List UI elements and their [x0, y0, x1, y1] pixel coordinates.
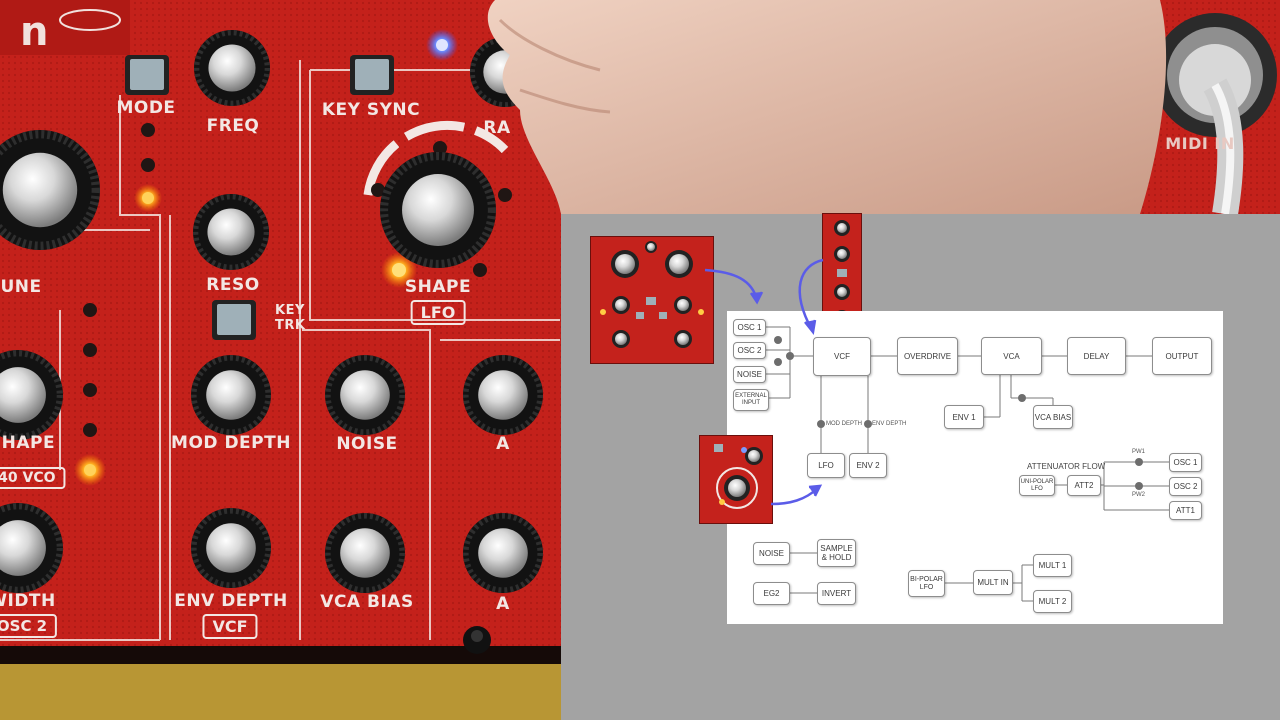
attack-knob-bottom[interactable] [462, 512, 543, 593]
attenuator-dot [864, 420, 872, 428]
lfo-node: LFO [807, 453, 845, 478]
att-osc1-node: OSC 1 [1169, 453, 1202, 472]
vcf-node: VCF [813, 337, 871, 376]
mult2-node: MULT 2 [1033, 590, 1072, 613]
attenuator-dot [1135, 458, 1143, 466]
attenuator-dot [1135, 482, 1143, 490]
osc1-node: OSC 1 [733, 319, 766, 336]
noise-label: NOISE [336, 434, 398, 454]
env-depth-label: ENV DEPTH [174, 591, 288, 611]
noise-util-node: NOISE [753, 542, 790, 565]
attenuator-dot [817, 420, 825, 428]
lfo-shape-knob[interactable] [379, 151, 496, 268]
output-node: OUTPUT [1152, 337, 1212, 375]
att2-node: ATT2 [1067, 475, 1101, 496]
attack-knob-top[interactable] [462, 354, 543, 435]
lfo-module-thumbnail [699, 435, 773, 524]
attenuator-dot [786, 352, 794, 360]
attenuator-dot [774, 336, 782, 344]
unipolar-lfo-node: UNI-POLAR LFO [1019, 475, 1055, 496]
env2-node: ENV 2 [849, 453, 887, 478]
mod-depth-tag: MOD DEPTH [826, 421, 862, 427]
vca-bias-node: VCA BIAS [1033, 405, 1073, 429]
tune-knob[interactable] [0, 130, 100, 250]
attack-label-bottom: A [496, 594, 510, 614]
width-label: WIDTH [0, 591, 56, 611]
vco-section-label: 340 VCO [0, 467, 66, 489]
reso-knob[interactable] [193, 194, 270, 271]
lfo-section-label: LFO [410, 300, 466, 325]
eg2-node: EG2 [753, 582, 790, 605]
midi-in-label: MIDI IN [1165, 134, 1235, 153]
key-trk-label: KEY TRK [275, 303, 306, 333]
osc2-node: OSC 2 [733, 342, 766, 359]
overdrive-node: OVERDRIVE [897, 337, 958, 375]
lfo-shape-label: SHAPE [404, 277, 472, 297]
attenuator-dot [1018, 394, 1026, 402]
delay-node: DELAY [1067, 337, 1126, 375]
filter-module-thumbnail [590, 236, 714, 364]
attenuator-flow-title: ATTENUATOR FLOW [1027, 462, 1106, 471]
pw1-tag: PW1 [1132, 449, 1146, 455]
env-depth-tag: ENV DEPTH [872, 421, 907, 427]
mult1-node: MULT 1 [1033, 554, 1072, 577]
attenuator-dot [774, 358, 782, 366]
rate-label: RA [483, 118, 511, 138]
att-osc2-node: OSC 2 [1169, 477, 1202, 496]
attack-label-top: A [496, 434, 510, 454]
vcf-section-label: VCF [202, 614, 258, 639]
vco-shape-knob[interactable] [0, 350, 63, 440]
bipolar-lfo-node: BI-POLAR LFO [908, 570, 945, 597]
att1-node: ATT1 [1169, 501, 1202, 520]
width-knob[interactable] [0, 503, 63, 593]
external-input-node: EXTERNAL INPUT [733, 389, 769, 411]
osc2-section-label: OSC 2 [0, 614, 58, 638]
reso-label: RESO [206, 275, 260, 295]
sample-hold-node: SAMPLE & HOLD [817, 539, 856, 567]
noise-knob[interactable] [324, 354, 405, 435]
tune-label: TUNE [0, 277, 42, 297]
vca-bias-label: VCA BIAS [320, 592, 414, 612]
vca-node: VCA [981, 337, 1042, 375]
vco-shape-label: SHAPE [0, 433, 56, 453]
vca-bias-knob[interactable] [324, 512, 405, 593]
key-sync-label: KEY SYNC [321, 100, 421, 120]
env1-node: ENV 1 [944, 405, 984, 429]
mod-depth-knob[interactable] [191, 354, 272, 435]
env-depth-knob[interactable] [191, 507, 272, 588]
freq-knob[interactable] [194, 29, 271, 107]
mult-in-node: MULT IN [973, 570, 1013, 595]
invert-node: INVERT [817, 582, 856, 605]
svg-text:n: n [20, 9, 48, 55]
noise-node: NOISE [733, 366, 766, 383]
mode-label: MODE [116, 98, 176, 118]
mod-depth-label: MOD DEPTH [171, 433, 291, 453]
freq-label: FREQ [206, 116, 260, 136]
pw2-tag: PW2 [1132, 492, 1146, 498]
